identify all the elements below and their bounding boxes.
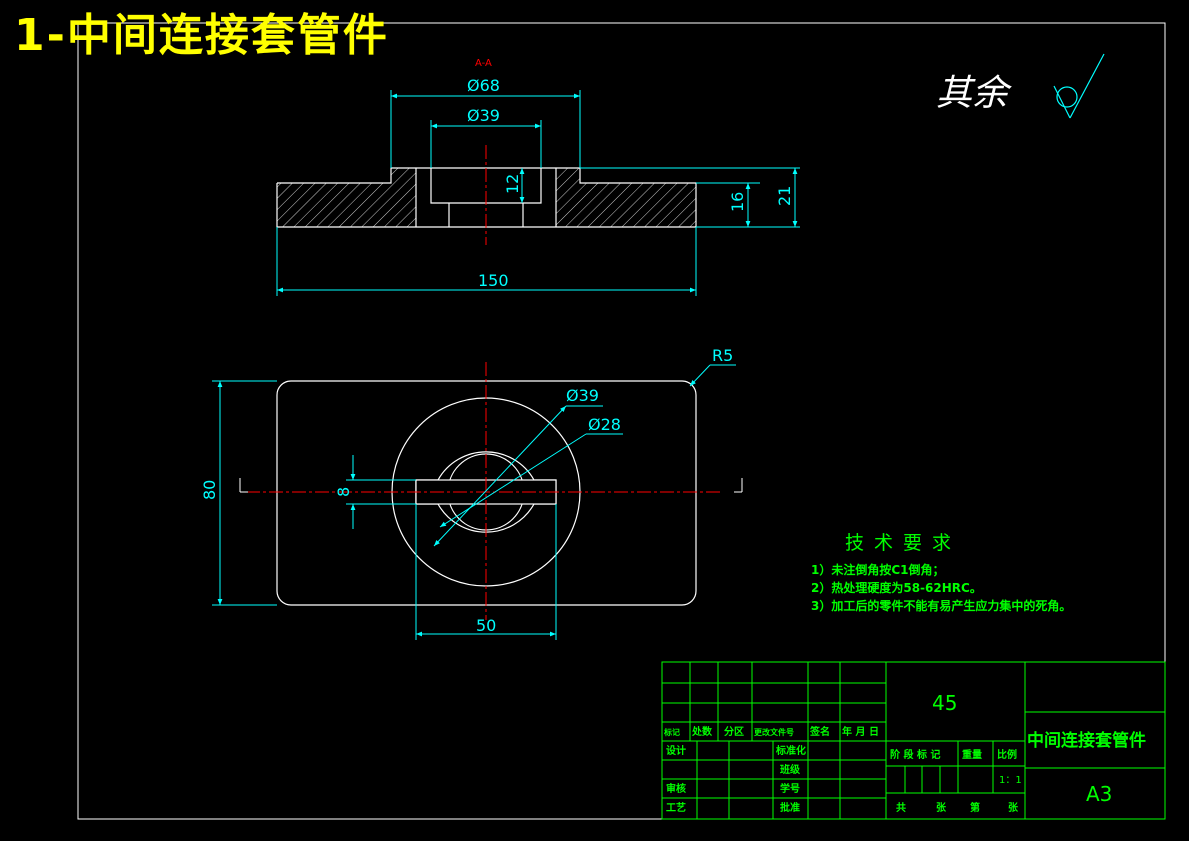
tech-requirement-3: 3）加工后的零件不能有易产生应力集中的死角。	[811, 599, 1072, 613]
dim-w150: 150	[478, 271, 509, 290]
tech-requirements: 技术要求 1）未注倒角按C1倒角； 2）热处理硬度为58-62HRC。 3）加工…	[811, 528, 1071, 615]
tb-review: 审核	[666, 782, 686, 795]
tb-total: 共	[896, 801, 906, 814]
tb-ratio: 比例	[997, 748, 1017, 761]
tb-zone: 分区	[724, 725, 744, 738]
dim-r5: R5	[712, 346, 733, 365]
tb-approve: 批准	[780, 801, 800, 814]
section-dimensions	[276, 90, 800, 296]
roughness-label: 其余	[936, 73, 1009, 114]
dim-d39: Ø39	[566, 386, 599, 405]
drawing-border	[77, 22, 1166, 820]
tech-requirements-title: 技术要求	[845, 532, 962, 554]
tb-sign: 签名	[809, 725, 830, 738]
dim-h12: 12	[503, 174, 522, 194]
section-label: A-A	[475, 58, 492, 69]
section-markers	[239, 478, 743, 493]
tb-date: 年 月 日	[842, 725, 879, 738]
tb-change-doc: 更改文件号	[754, 727, 794, 737]
tb-process: 工艺	[666, 801, 686, 814]
tb-sheets2: 张	[1008, 801, 1019, 814]
tb-sheets: 张	[936, 801, 947, 814]
tb-stage-mark: 阶 段 标 记	[890, 748, 940, 761]
tech-requirement-1: 1）未注倒角按C1倒角；	[811, 563, 945, 577]
tb-sheet-no: 第	[970, 801, 980, 814]
dim-d68: Ø68	[467, 76, 500, 95]
dim-h16: 16	[728, 192, 747, 212]
dim-h8: 8	[334, 487, 353, 497]
dim-d39-top: Ø39	[467, 106, 500, 125]
tech-requirement-2: 2）热处理硬度为58-62HRC。	[811, 581, 982, 595]
tb-sheet-size: A3	[1086, 782, 1112, 806]
tb-weight: 重量	[962, 748, 982, 761]
tb-mark: 标记	[663, 727, 680, 737]
dim-h21: 21	[775, 186, 794, 206]
tb-part-name: 中间连接套管件	[1027, 730, 1146, 751]
tb-material: 45	[932, 691, 957, 715]
title-block	[661, 661, 1166, 820]
drawing-title: 1-中间连接套管件	[14, 10, 389, 61]
roughness-symbol	[1053, 53, 1105, 119]
tb-student-id: 学号	[780, 782, 800, 795]
dim-w50: 50	[476, 616, 496, 635]
dim-d28: Ø28	[588, 415, 621, 434]
tb-design: 设计	[666, 744, 686, 757]
tb-scale: 1：1	[999, 775, 1022, 786]
tb-standardize: 标准化	[775, 744, 806, 757]
dim-h80: 80	[200, 480, 219, 500]
plan-dimensions	[212, 364, 736, 640]
section-view: A-A	[276, 58, 697, 245]
tb-count: 处数	[691, 725, 713, 738]
tb-class: 班级	[780, 763, 801, 776]
